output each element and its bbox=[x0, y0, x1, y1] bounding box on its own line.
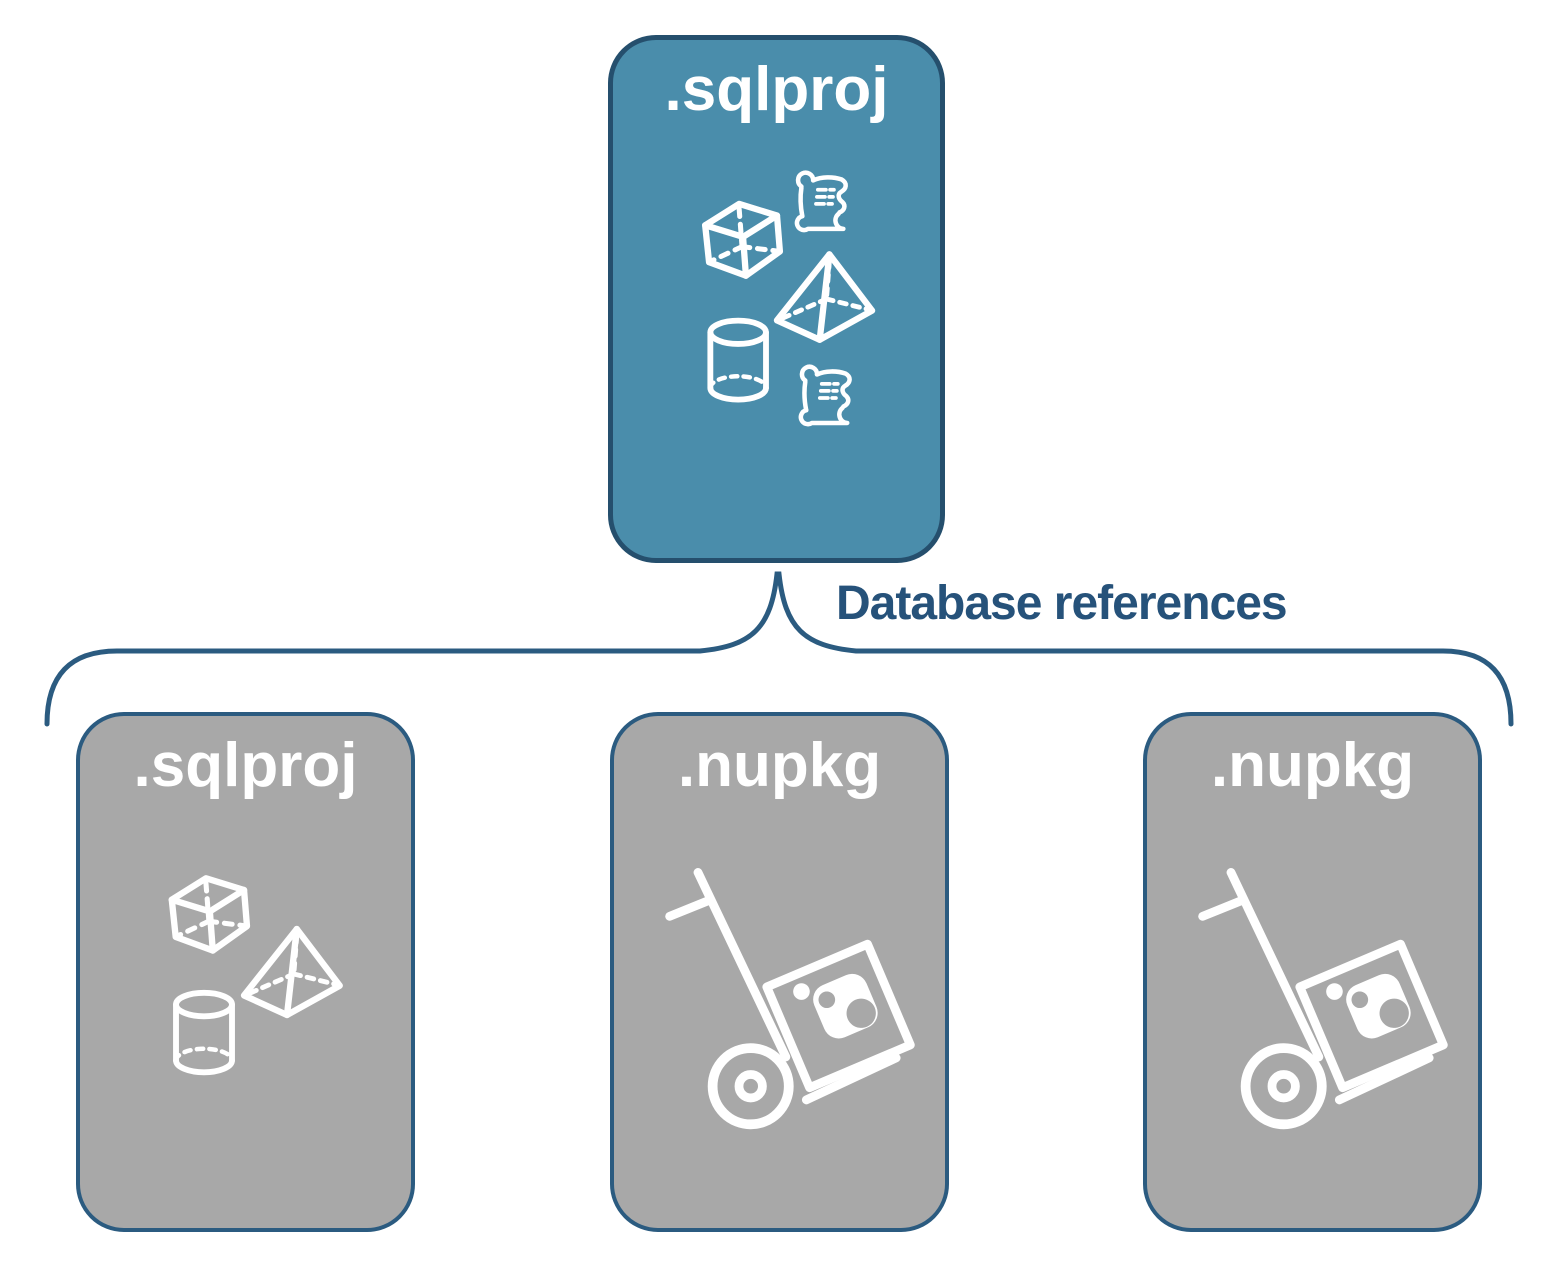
node-nupkg-child-2: .nupkg bbox=[1143, 712, 1482, 1232]
cube-icon bbox=[705, 204, 780, 276]
cylinder-icon bbox=[710, 321, 766, 400]
package-dolly-icon bbox=[670, 872, 911, 1124]
node-label: .sqlproj bbox=[664, 55, 889, 124]
cube-icon bbox=[172, 878, 247, 950]
pyramid-icon bbox=[777, 254, 872, 339]
scroll-icon bbox=[801, 367, 850, 424]
scroll-icon bbox=[797, 173, 846, 230]
node-sqlproj-child: .sqlproj bbox=[76, 712, 415, 1232]
node-label: .sqlproj bbox=[133, 731, 358, 800]
cylinder-icon bbox=[176, 993, 232, 1072]
node-label: .nupkg bbox=[677, 731, 882, 800]
node-sqlproj-parent: .sqlproj bbox=[608, 35, 945, 563]
node-label: .nupkg bbox=[1210, 731, 1415, 800]
brace-path bbox=[44, 571, 1514, 727]
package-dolly-icon bbox=[1203, 872, 1444, 1124]
node-nupkg-child-1: .nupkg bbox=[610, 712, 949, 1232]
connector-label: Database references bbox=[836, 577, 1288, 630]
pyramid-icon bbox=[244, 929, 340, 1015]
